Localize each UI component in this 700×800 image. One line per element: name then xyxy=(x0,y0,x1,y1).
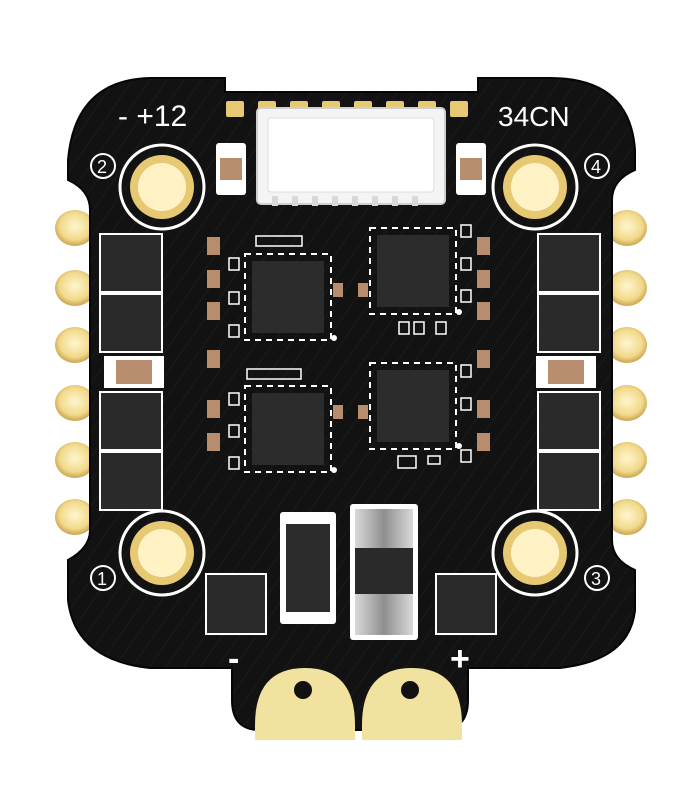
power-capacitor xyxy=(350,504,418,640)
ic-top-right xyxy=(369,227,462,315)
svg-text:1: 1 xyxy=(97,569,107,589)
svg-text:2: 2 xyxy=(97,157,107,177)
connector-capacitors xyxy=(216,143,486,195)
mount-hole-4 xyxy=(491,143,579,231)
right-side-pads xyxy=(607,210,647,535)
ic-top-left xyxy=(244,253,337,341)
battery-pad-negative xyxy=(255,668,355,740)
left-capacitor xyxy=(104,356,164,388)
label-strip-top xyxy=(255,235,303,247)
tvs-diode xyxy=(280,512,336,624)
ic-bottom-right xyxy=(369,362,462,450)
mount-label-4: 4 xyxy=(584,153,610,179)
power-minus-label: - xyxy=(228,640,239,678)
bottom-left-mosfet xyxy=(205,573,267,635)
left-mosfets xyxy=(99,233,163,511)
mount-hole-1 xyxy=(118,509,206,597)
mount-label-2: 2 xyxy=(90,153,116,179)
passive-components xyxy=(207,224,490,470)
top-left-label: - +12 xyxy=(118,100,187,133)
power-plus-label: + xyxy=(450,640,470,678)
bottom-right-mosfet xyxy=(435,573,497,635)
mount-hole-2 xyxy=(118,143,206,231)
mount-hole-3 xyxy=(491,509,579,597)
top-right-label: 34CN xyxy=(498,101,570,132)
right-capacitor xyxy=(536,356,596,388)
jst-connector xyxy=(256,107,446,206)
svg-text:4: 4 xyxy=(591,157,601,177)
mount-label-3: 3 xyxy=(584,565,610,591)
right-mosfets xyxy=(537,233,601,511)
battery-pad-positive xyxy=(362,668,462,740)
svg-text:3: 3 xyxy=(591,569,601,589)
ic-bottom-left xyxy=(244,385,337,473)
label-strip-mid xyxy=(246,368,302,380)
mount-label-1: 1 xyxy=(90,565,116,591)
left-side-pads xyxy=(55,210,95,535)
